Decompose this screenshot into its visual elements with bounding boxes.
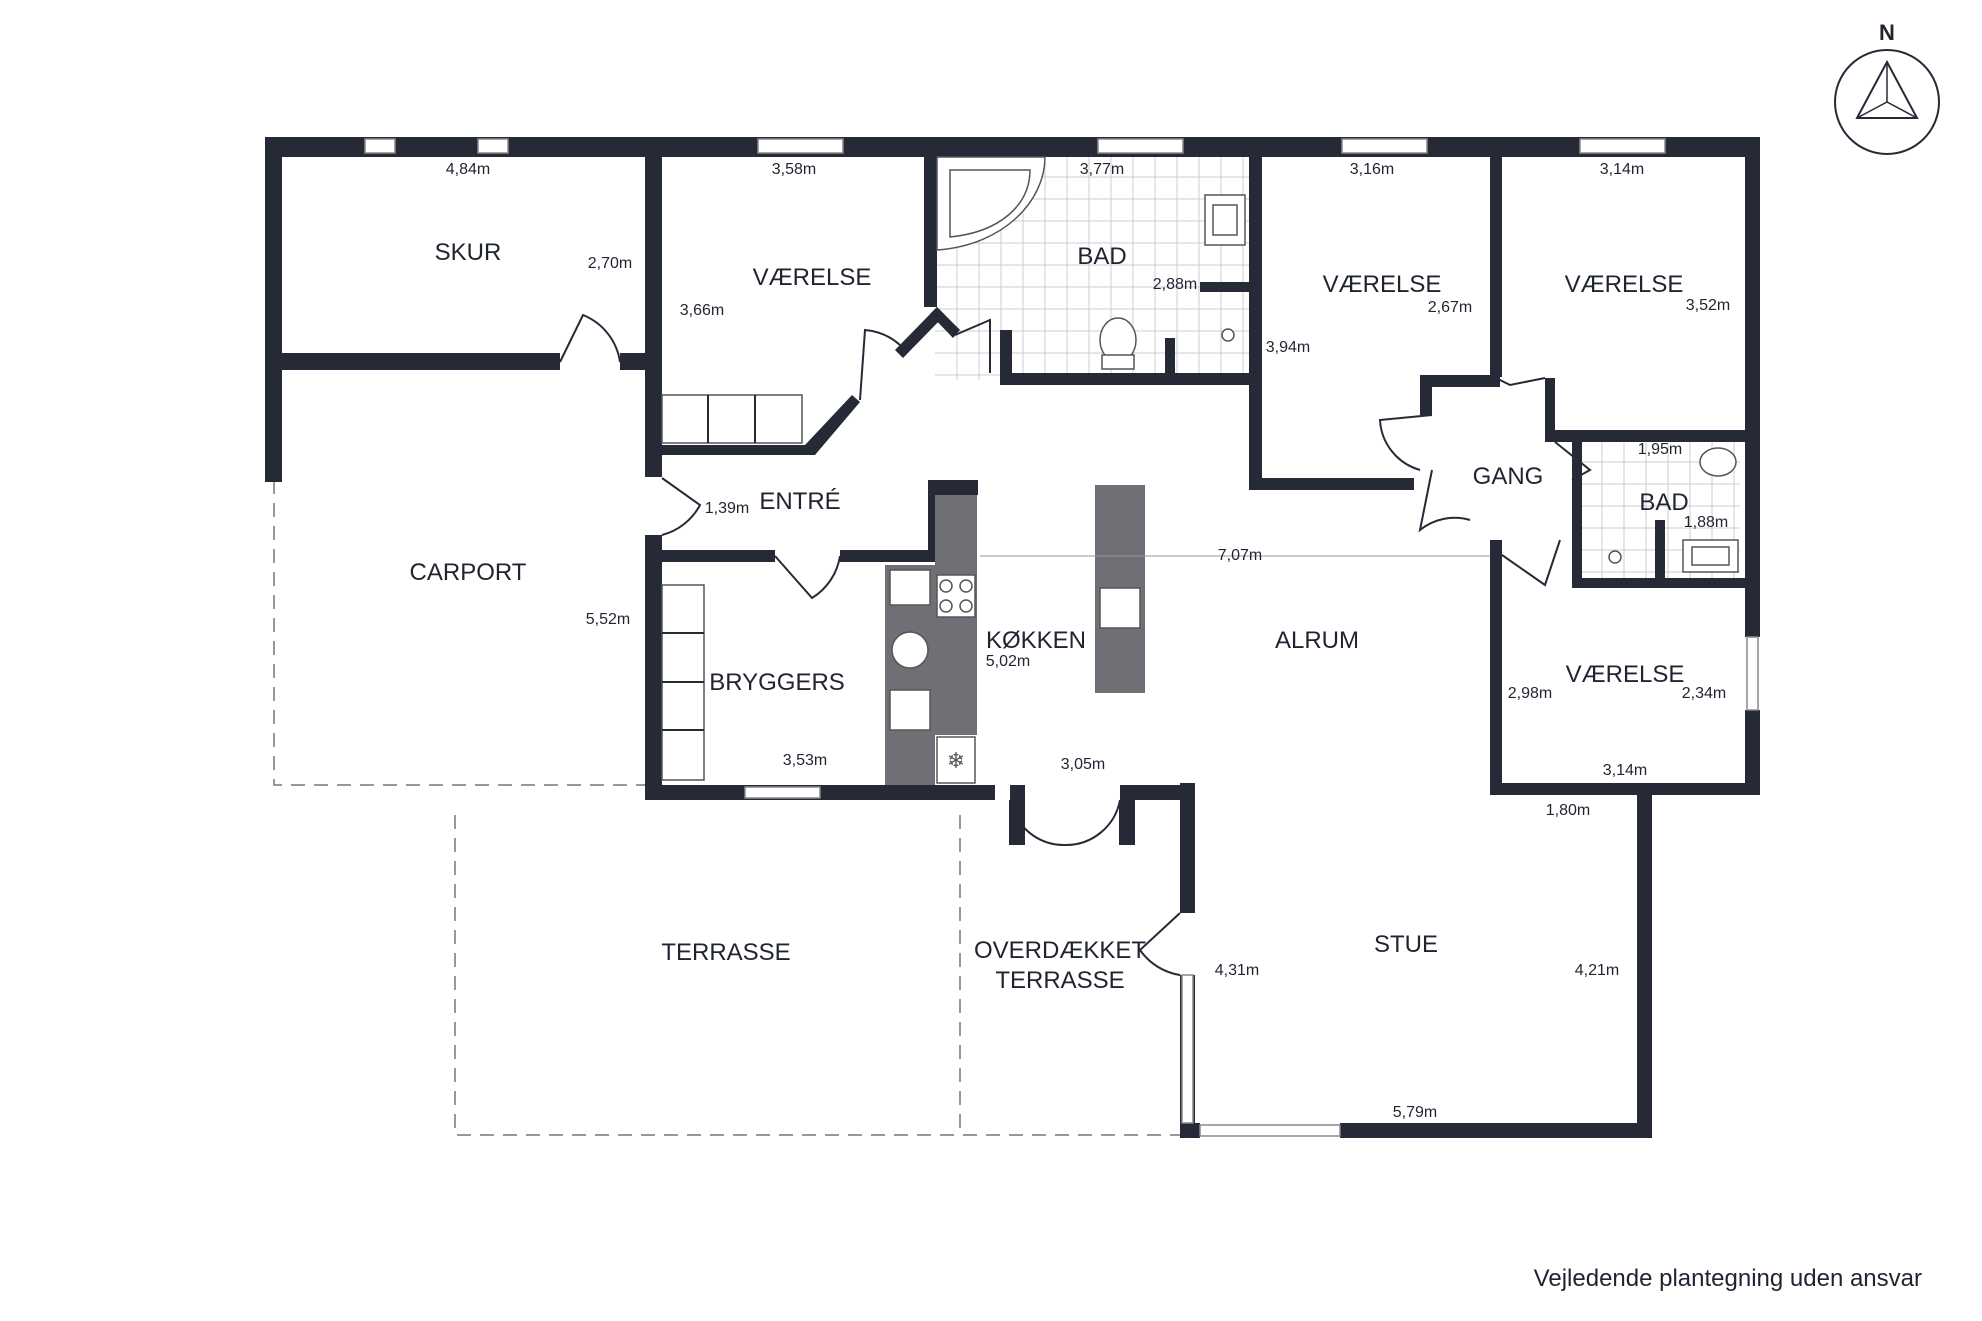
dim-vaerelse4-width: 3,14m	[1603, 762, 1647, 779]
drain-icon	[1221, 328, 1235, 342]
dim-vaerelse2-width: 3,16m	[1350, 161, 1394, 178]
room-overdaekket-line2: TERRASSE	[995, 967, 1124, 994]
room-kokken: KØKKEN	[986, 627, 1086, 654]
wardrobe-icon	[661, 394, 803, 444]
washer-icon	[891, 631, 929, 669]
room-vaerelse-2: VÆRELSE	[1323, 271, 1442, 298]
dim-stue-top: 1,80m	[1546, 802, 1590, 819]
dimension-labels: 4,84m 2,70m 3,58m 3,66m 3,77m 2,88m 3,16…	[446, 161, 1730, 1121]
dim-entre: 1,39m	[705, 500, 749, 517]
dim-vaerelse2-height-2: 3,94m	[1266, 339, 1310, 356]
dim-alrum-width: 7,07m	[1218, 547, 1262, 564]
dim-bad1-width: 3,77m	[1080, 161, 1124, 178]
dim-stue-right: 4,21m	[1575, 962, 1619, 979]
room-vaerelse-3: VÆRELSE	[1565, 271, 1684, 298]
toilet-icon-2	[1699, 447, 1737, 477]
room-labels: SKUR VÆRELSE BAD VÆRELSE VÆRELSE GANG BA…	[410, 239, 1689, 994]
utility-sink-icon	[889, 689, 931, 731]
compass: N	[1834, 20, 1940, 155]
dim-bad2-height: 1,88m	[1684, 514, 1728, 531]
room-terrasse: TERRASSE	[661, 939, 790, 966]
washing-icon	[889, 569, 931, 606]
room-alrum: ALRUM	[1275, 627, 1359, 654]
fridge-icon	[936, 736, 976, 784]
dim-bryggers-width: 3,53m	[783, 752, 827, 769]
room-gang: GANG	[1473, 463, 1544, 490]
compass-label: N	[1879, 20, 1895, 45]
dim-vaerelse4-left: 2,98m	[1508, 685, 1552, 702]
drain-icon-2	[1608, 550, 1622, 564]
dim-vaerelse1-height: 3,66m	[680, 302, 724, 319]
dim-stue-width: 5,79m	[1393, 1104, 1437, 1121]
room-vaerelse-1: VÆRELSE	[753, 264, 872, 291]
room-bad-2: BAD	[1639, 489, 1688, 516]
dim-vaerelse2-height: 2,67m	[1428, 299, 1472, 316]
sink-basin-icon	[1212, 204, 1238, 236]
svg-text:❄: ❄	[947, 749, 965, 774]
dim-skur-width: 4,84m	[446, 161, 490, 178]
dim-kokken-width: 3,05m	[1061, 756, 1105, 773]
room-carport: CARPORT	[410, 559, 527, 586]
dim-bad1-height: 2,88m	[1153, 276, 1197, 293]
room-skur: SKUR	[435, 239, 502, 266]
room-vaerelse-4: VÆRELSE	[1566, 661, 1685, 688]
disclaimer-text: Vejledende plantegning uden ansvar	[1533, 1265, 1922, 1292]
windows	[364, 138, 1759, 1137]
island-sink-icon	[1099, 587, 1141, 629]
dim-kokken-height: 5,02m	[986, 653, 1030, 670]
dim-vaerelse3-width: 3,14m	[1600, 161, 1644, 178]
room-entre: ENTRÉ	[759, 488, 840, 515]
dim-skur-height: 2,70m	[588, 255, 632, 272]
dim-vaerelse3-height: 3,52m	[1686, 297, 1730, 314]
room-overdaekket-line1: OVERDÆKKET	[974, 937, 1146, 964]
room-stue: STUE	[1374, 931, 1438, 958]
fixtures: ❄	[661, 156, 1739, 785]
dim-bad2-width: 1,95m	[1638, 441, 1682, 458]
doors	[559, 313, 1592, 976]
dim-carport-height: 5,52m	[586, 611, 630, 628]
dim-stue-left: 4,31m	[1215, 962, 1259, 979]
room-bad-1: BAD	[1077, 243, 1126, 270]
dim-vaerelse1-width: 3,58m	[772, 161, 816, 178]
dashed-outlines	[273, 480, 1185, 1136]
room-bryggers: BRYGGERS	[709, 669, 845, 696]
dim-vaerelse4-right: 2,34m	[1682, 685, 1726, 702]
